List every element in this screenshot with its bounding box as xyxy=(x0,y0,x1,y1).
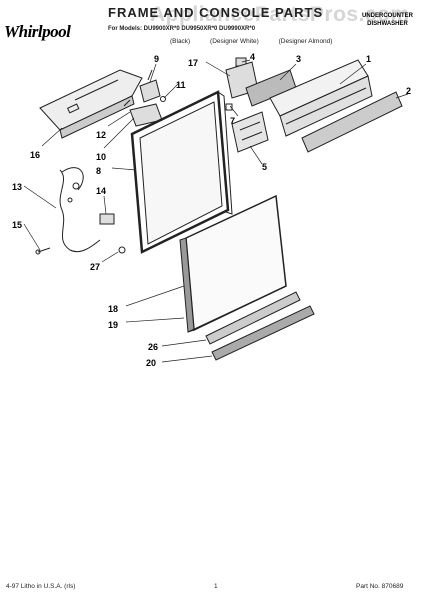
part-14-switch xyxy=(99,213,115,225)
callout-1: 1 xyxy=(366,54,371,64)
part-20-trim-strip xyxy=(211,305,315,361)
variant-black: (Black) xyxy=(170,38,191,45)
part-7-fastener xyxy=(225,103,233,111)
part-18-door-panel xyxy=(179,194,287,333)
part-12-clip xyxy=(123,99,131,107)
callout-15: 15 xyxy=(12,220,22,230)
callout-18: 18 xyxy=(108,304,118,314)
callout-11: 11 xyxy=(176,80,186,90)
footer-part-number: Part No. 870689 xyxy=(356,583,404,590)
callout-19: 19 xyxy=(108,320,118,330)
page-title: FRAME AND CONSOLE PARTS xyxy=(108,5,324,20)
footer-page-number: 1 xyxy=(214,583,218,590)
callout-20: 20 xyxy=(146,358,156,368)
color-variants: (Black) (Designer White) (Designer Almon… xyxy=(170,38,350,45)
leader-lines xyxy=(23,59,409,363)
part-9-latch xyxy=(139,69,161,103)
footer-litho: 4-97 Litho in U.S.A. (rls) xyxy=(6,583,76,590)
callout-26: 26 xyxy=(148,342,158,352)
part-26-toe-panel xyxy=(205,291,301,345)
variant-almond: (Designer Almond) xyxy=(278,38,333,45)
whirlpool-logo: Whirlpool xyxy=(4,22,71,41)
part-27-screw xyxy=(118,246,126,254)
part-15-screw xyxy=(35,247,51,255)
callout-13: 13 xyxy=(12,182,22,192)
callout-16: 16 xyxy=(30,150,40,160)
callout-7: 7 xyxy=(230,116,235,126)
callout-9: 9 xyxy=(154,54,159,64)
callout-4: 4 xyxy=(250,52,255,62)
callout-2: 2 xyxy=(406,86,411,96)
callout-3: 3 xyxy=(296,54,301,64)
part-8-door-frame xyxy=(130,90,233,254)
callout-17: 17 xyxy=(188,58,198,68)
part-2-console-trim xyxy=(301,91,403,153)
callout-12: 12 xyxy=(96,130,106,140)
part-11-screw xyxy=(160,96,166,102)
callout-numbers: 9 11 12 10 8 16 13 14 15 27 17 4 3 1 2 7… xyxy=(12,52,411,368)
part-5-keypad xyxy=(231,111,269,153)
part-1-console-panel xyxy=(269,59,373,137)
watermark: AppliancePartsPros.com xyxy=(150,3,410,26)
product-type: UNDERCOUNTER DISHWASHER xyxy=(362,13,413,27)
part-16-console-housing xyxy=(39,69,143,139)
model-list: For Models: DU9900XR*0 DU9950XR*0 DU9990… xyxy=(108,26,256,32)
callout-5: 5 xyxy=(262,162,267,172)
callout-8: 8 xyxy=(96,166,101,176)
part-13-wiring-harness xyxy=(59,167,101,253)
callout-27: 27 xyxy=(90,262,100,272)
callout-14: 14 xyxy=(96,186,106,196)
variant-white: (Designer White) xyxy=(210,38,259,45)
callout-10: 10 xyxy=(96,152,106,162)
